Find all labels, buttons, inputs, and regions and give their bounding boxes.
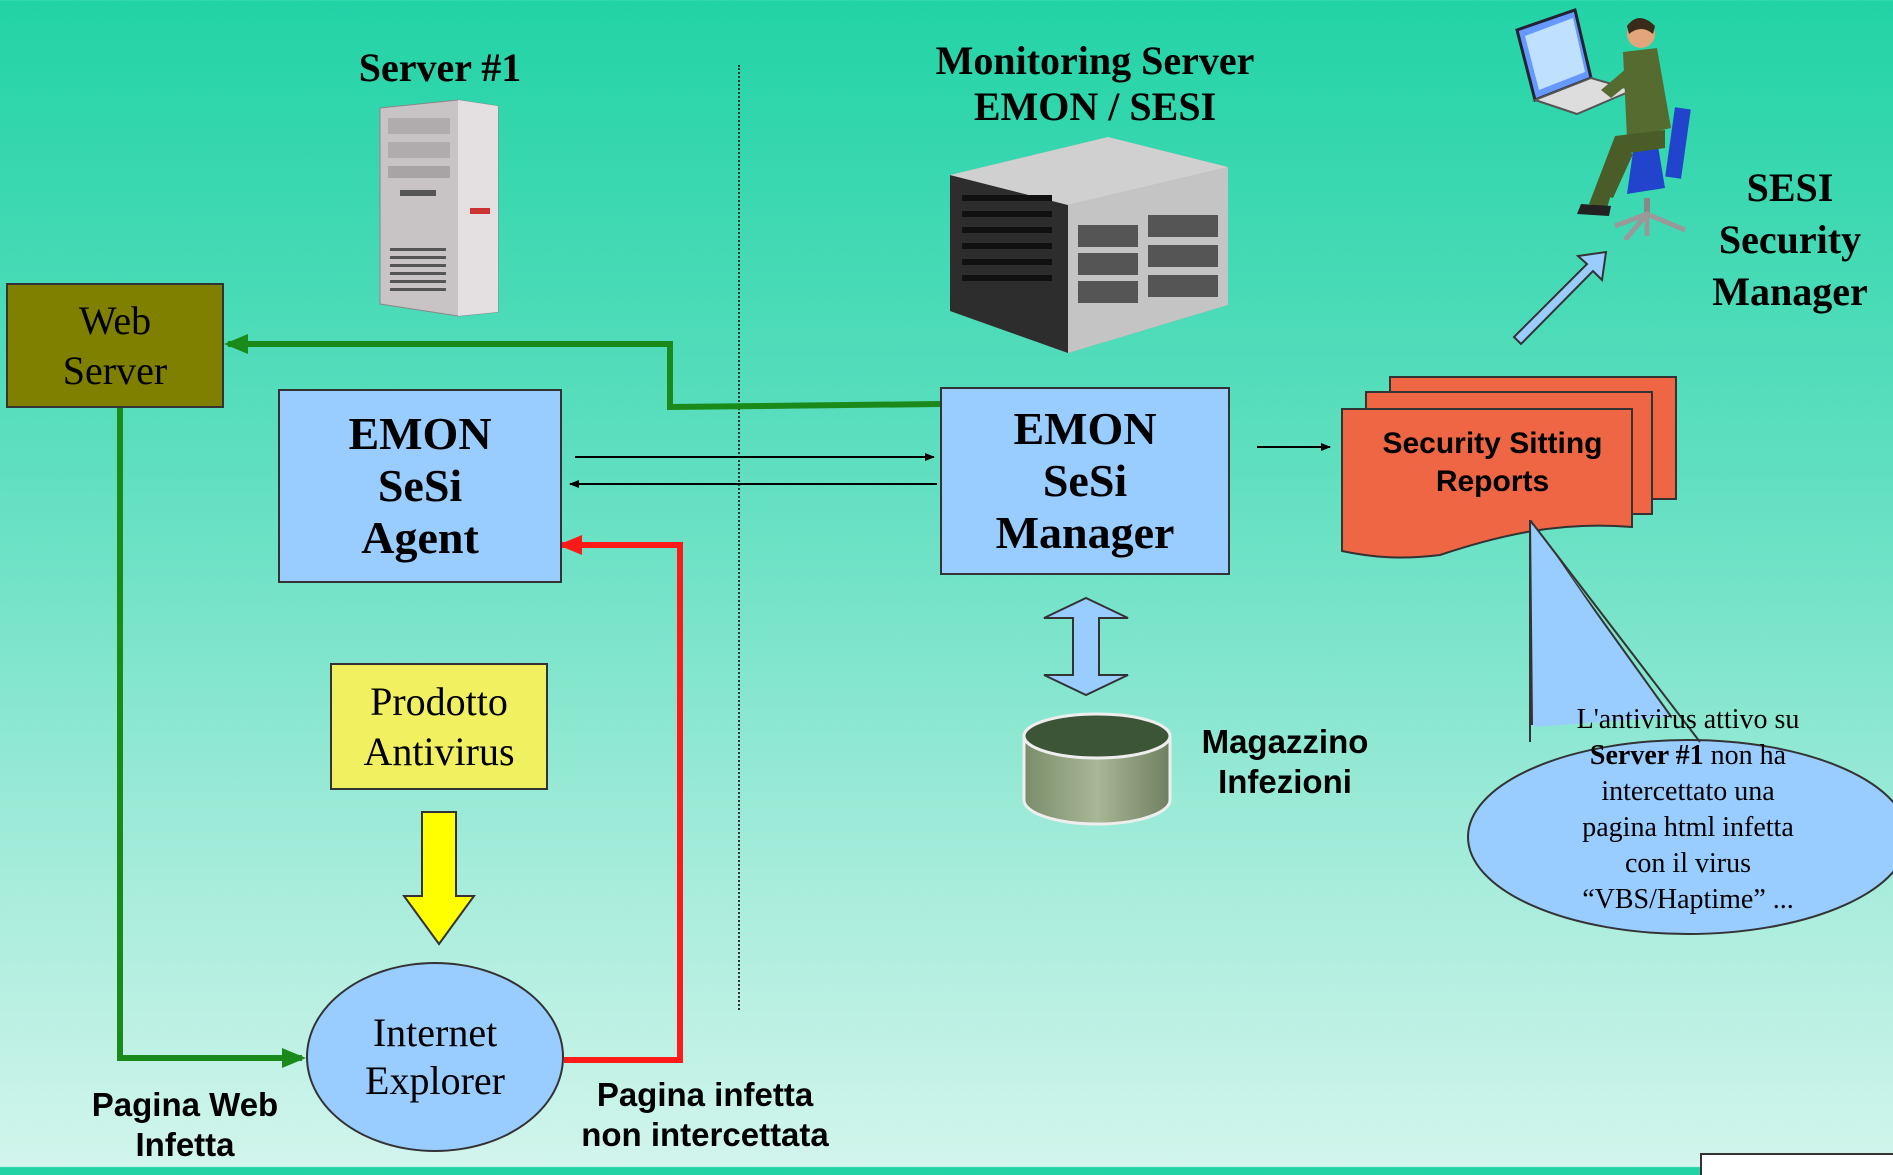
monitoring-title-line2: EMON / SESI: [973, 84, 1217, 129]
emon-sesi-agent-box: EMON SeSi Agent: [278, 389, 562, 583]
internet-explorer-ellipse: Internet Explorer: [306, 962, 564, 1152]
desktop-tower-icon: [379, 99, 499, 317]
rack-server-icon: [950, 137, 1228, 353]
security-manager-line3: Manager: [1712, 269, 1868, 314]
person-at-laptop-icon: [1515, 8, 1691, 240]
monitoring-server-title: Monitoring Server EMON / SESI: [880, 38, 1310, 130]
magazzino-label: Magazzino Infezioni: [1170, 722, 1400, 802]
green-arrow-manager-to-webserver: [224, 334, 941, 411]
report-page-front: [1341, 408, 1633, 559]
green-arrow-webserver-to-explorer: [117, 408, 306, 1068]
corner-box-fragment: [1700, 1153, 1893, 1175]
callout-bubble: [1467, 739, 1893, 935]
antivirus-line1: Prodotto: [370, 678, 508, 724]
agent-line2: SeSi: [377, 460, 463, 511]
agent-line1: EMON: [348, 408, 492, 459]
magazzino-line1: Magazzino: [1201, 723, 1369, 760]
web-server-line2: Server: [62, 347, 168, 393]
pagina-web-line2: Infetta: [135, 1126, 235, 1163]
emon-sesi-manager-box: EMON SeSi Manager: [940, 387, 1230, 575]
antivirus-line2: Antivirus: [363, 728, 515, 774]
reports-label: Security Sitting Reports: [1345, 425, 1640, 501]
agent-line3: Agent: [361, 512, 479, 563]
explorer-line1: Internet: [372, 1010, 498, 1055]
yellow-down-arrow: [402, 811, 476, 946]
virus-callout: [1467, 520, 1893, 935]
security-manager-title: SESI Security Manager: [1690, 162, 1890, 318]
pagina-infetta-line1: Pagina infetta: [596, 1076, 814, 1113]
callout-line2-rest: non ha: [1703, 740, 1787, 771]
antivirus-box: Prodotto Antivirus: [330, 663, 548, 790]
callout-line3: intercettato una: [1601, 776, 1775, 807]
pagina-infetta-label: Pagina infetta non intercettata: [555, 1075, 855, 1155]
explorer-line2: Explorer: [365, 1058, 505, 1103]
reports-line2: Reports: [1435, 465, 1550, 498]
manager-line1: EMON: [1013, 403, 1157, 454]
magazzino-line2: Infezioni: [1218, 763, 1352, 800]
pagina-infetta-line2: non intercettata: [581, 1116, 829, 1153]
callout-server-ref: Server #1: [1589, 740, 1704, 771]
monitoring-title-line1: Monitoring Server: [935, 38, 1255, 83]
pagina-web-infetta-label: Pagina Web Infetta: [55, 1085, 315, 1165]
web-server-box: Web Server: [6, 283, 224, 408]
callout-line6: “VBS/Haptime” ...: [1582, 884, 1794, 915]
web-server-line1: Web: [78, 297, 152, 343]
database-cylinder-icon: [1022, 712, 1172, 826]
server1-title: Server #1: [358, 45, 522, 90]
pagina-web-line1: Pagina Web: [91, 1086, 279, 1123]
reports-line1: Security Sitting: [1382, 427, 1603, 460]
callout-text: L'antivirus attivo su Server #1 non ha i…: [1518, 702, 1858, 918]
manager-line2: SeSi: [1042, 455, 1128, 506]
arrow-reports-to-security-manager: [1512, 250, 1608, 346]
double-arrow-manager-database: [1043, 596, 1129, 697]
security-manager-line1: SESI: [1746, 165, 1834, 210]
dotted-divider: [738, 65, 740, 1010]
callout-line4: pagina html infetta: [1582, 812, 1794, 843]
callout-line5: con il virus: [1625, 848, 1751, 879]
manager-line3: Manager: [995, 507, 1175, 558]
security-manager-line2: Security: [1718, 217, 1862, 262]
callout-line2: Server #1 non ha: [1518, 738, 1858, 774]
callout-line1: L'antivirus attivo su: [1576, 704, 1800, 735]
red-arrow-explorer-to-agent: [558, 535, 683, 1063]
security-reports-stack: [1341, 376, 1677, 559]
